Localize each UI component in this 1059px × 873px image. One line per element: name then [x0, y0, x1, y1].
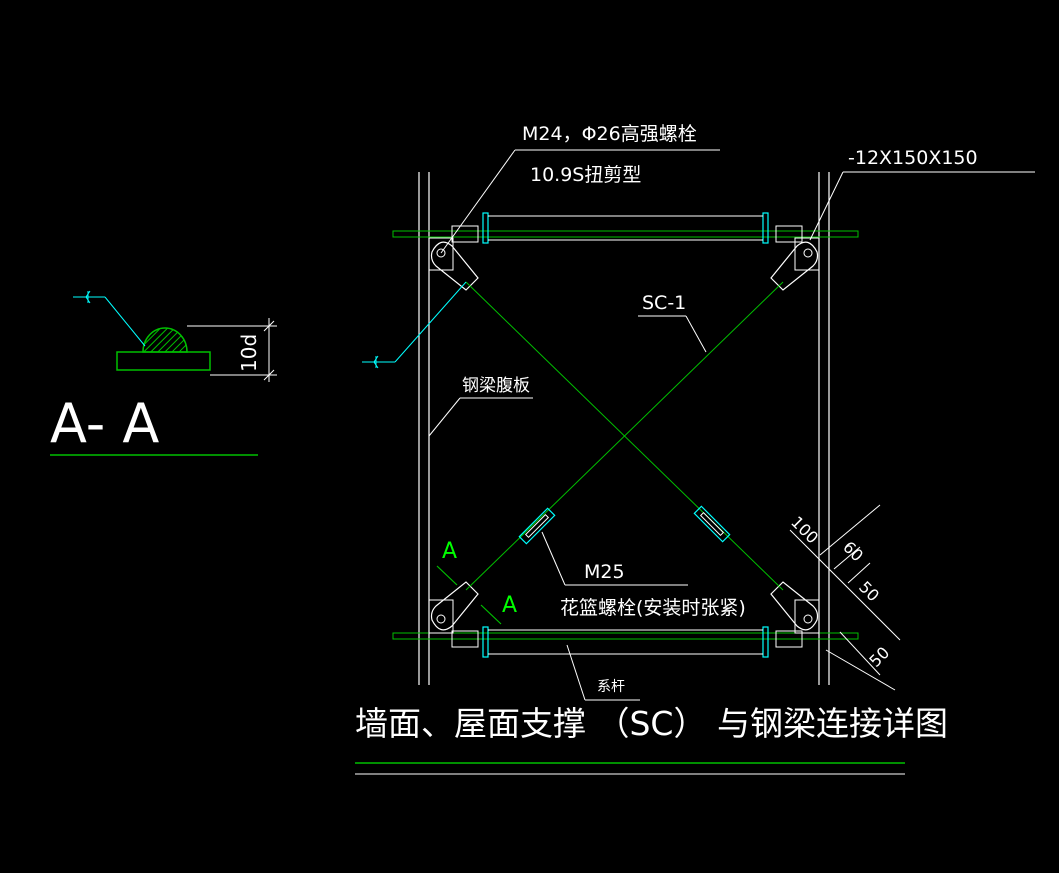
web-label: 钢梁腹板 [462, 376, 530, 396]
gusset-top-right [794, 237, 820, 271]
bolt-spec-line1: M24，Φ26高强螺栓 [522, 123, 697, 145]
top-tie-rod [392, 212, 859, 244]
leader-web [428, 397, 461, 437]
leader-sc1 [685, 315, 707, 353]
dim-50b: 50 [865, 643, 893, 671]
leader-bolt [440, 149, 516, 254]
turnbuckle-left [518, 507, 556, 545]
lug-bottom-left [430, 581, 479, 631]
cut-mark-a2: A [502, 593, 517, 618]
leader-plate [809, 171, 844, 241]
section-rod-hatch [142, 327, 188, 353]
cut-line-a1 [436, 565, 458, 586]
section-dimension-text: 10d [237, 334, 261, 372]
brace-label: SC-1 [642, 292, 686, 314]
leader-turnbuckle [541, 531, 566, 586]
weld-leader-main-diag [394, 281, 467, 363]
drawing-title: 墙面、屋面支撑 （SC） 与钢梁连接详图 [355, 704, 948, 743]
lug-top-left [430, 241, 479, 291]
turnbuckle-line1: M25 [584, 561, 625, 583]
turnbuckle-right [693, 505, 731, 543]
lug-bottom-right [770, 581, 819, 631]
leader-tierod [566, 644, 586, 701]
section-plate [116, 351, 211, 371]
gusset-bottom-left [428, 599, 454, 634]
dimension-chain-right [789, 504, 901, 691]
section-a-a-detail: 10d A- A [50, 290, 277, 456]
bottom-tie-rod [392, 626, 859, 658]
main-elevation [355, 149, 1035, 775]
dim-tick-top [263, 320, 275, 332]
dim-100: 100 [787, 512, 822, 547]
turnbuckle-line2: 花篮螺栓(安装时张紧) [560, 597, 746, 619]
tie-rod-label: 系杆 [597, 679, 625, 695]
plate-spec: -12X150X150 [848, 147, 978, 169]
weld-symbol-main-icon [372, 355, 382, 369]
cut-mark-a1: A [442, 539, 457, 564]
gusset-bottom-right [794, 599, 820, 634]
cut-line-a2 [480, 604, 502, 625]
weld-symbol-icon [84, 290, 94, 304]
weld-leader-diag [104, 296, 146, 347]
dim-50a: 50 [855, 577, 883, 605]
brace-diagonal-2 [465, 281, 784, 591]
lug-top-right [770, 241, 819, 291]
bolt-spec-line2: 10.9S扭剪型 [530, 164, 641, 186]
dim-tick-bottom [263, 369, 275, 381]
section-label: A- A [50, 392, 159, 455]
